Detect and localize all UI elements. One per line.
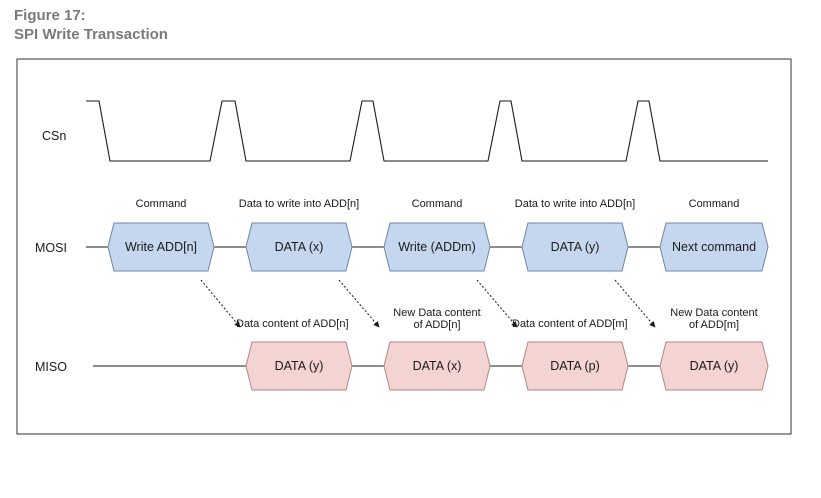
miso-signal-label: MISO — [35, 360, 67, 374]
mosi-segment-label: DATA (x) — [275, 240, 324, 254]
miso-segment-caption: Data content of ADD[m] — [512, 318, 628, 330]
mosi-segment-label: Write (ADDm) — [398, 240, 476, 254]
mosi-segment-header: Command — [412, 198, 463, 210]
mosi-segment-label: Write ADD[n] — [125, 240, 197, 254]
data-flow-arrow — [200, 279, 241, 328]
mosi-segment-box — [659, 222, 769, 272]
miso-segment-caption: of ADD[n] — [413, 319, 460, 331]
miso-segment-box — [521, 341, 629, 391]
miso-segment-caption: of ADD[m] — [689, 319, 739, 331]
mosi-segment-header: Data to write into ADD[n] — [515, 198, 635, 210]
csn-waveform-layer — [86, 100, 768, 162]
miso-segment: DATA (y) Data content of ADD[n] — [236, 318, 353, 391]
mosi-segment-box — [107, 222, 215, 272]
mosi-segment-header: Command — [689, 198, 740, 210]
figure-title: SPI Write Transaction — [14, 26, 168, 43]
mosi-segment-header: Data to write into ADD[n] — [239, 198, 359, 210]
mosi-segment: Data to write into ADD[n] DATA (x) — [239, 198, 359, 272]
data-flow-arrow — [476, 279, 518, 328]
miso-bus-layer: DATA (y) Data content of ADD[n] DATA (x) Ne… — [93, 307, 769, 391]
mosi-segment-box — [383, 222, 491, 272]
diagram-frame — [16, 58, 792, 435]
miso-segment: DATA (p) Data content of ADD[m] — [512, 318, 629, 391]
miso-segment-label: DATA (y) — [690, 359, 739, 373]
mosi-segment: Data to write into ADD[n] DATA (y) — [515, 198, 635, 272]
mosi-segment-box — [521, 222, 629, 272]
mosi-segment-label: Next command — [672, 240, 756, 254]
figure-heading: Figure 17: SPI Write Transaction — [14, 6, 168, 44]
mosi-segment-box — [245, 222, 353, 272]
miso-segment-box — [245, 341, 353, 391]
csn-signal-label: CSn — [42, 129, 66, 143]
miso-segment-box — [383, 341, 491, 391]
miso-segment-label: DATA (x) — [413, 359, 462, 373]
miso-segment-label: DATA (y) — [275, 359, 324, 373]
miso-segment-label: DATA (p) — [550, 359, 600, 373]
mosi-segment-label: DATA (y) — [551, 240, 600, 254]
figure-number: Figure 17: — [14, 7, 86, 24]
csn-waveform — [86, 100, 768, 162]
mosi-segment-header: Command — [136, 198, 187, 210]
mosi-signal-label: MOSI — [35, 241, 67, 255]
miso-segment-caption: New Data content — [393, 307, 480, 319]
miso-segment-caption: New Data content — [670, 307, 757, 319]
miso-segment-box — [659, 341, 769, 391]
miso-segment-caption: Data content of ADD[n] — [236, 318, 349, 330]
